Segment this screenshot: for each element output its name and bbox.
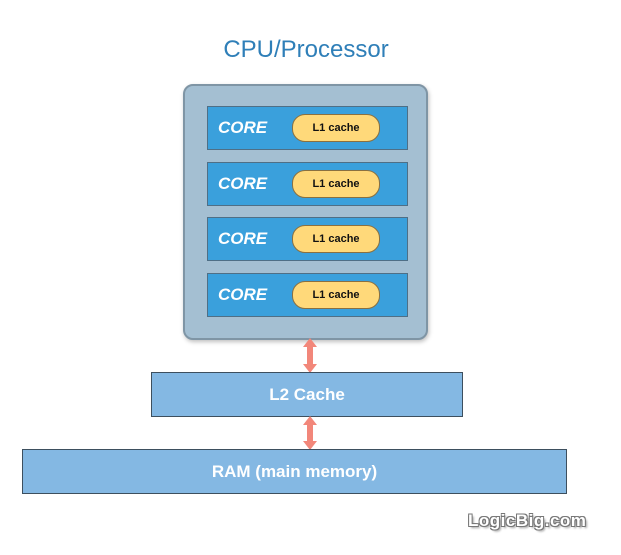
l1-cache: L1 cache xyxy=(292,225,380,253)
core-3: CORE L1 cache xyxy=(207,217,408,261)
core-1: CORE L1 cache xyxy=(207,106,408,150)
l2-ram-arrow xyxy=(303,416,317,450)
logicbig-watermark: LogicBig.com xyxy=(468,511,587,530)
core-label: CORE xyxy=(218,118,268,137)
l2-cache-block: L2 Cache xyxy=(151,372,463,417)
core-label: CORE xyxy=(218,229,268,248)
l1-cache: L1 cache xyxy=(292,114,380,142)
cpu-l2-arrow xyxy=(303,338,317,373)
l1-cache: L1 cache xyxy=(292,170,380,198)
ram-block: RAM (main memory) xyxy=(22,449,567,494)
core-label: CORE xyxy=(218,174,268,193)
core-2: CORE L1 cache xyxy=(207,162,408,206)
cpu-processor-title: CPU/Processor xyxy=(223,36,389,63)
cpu-processor-box: CORE L1 cache CORE L1 cache CORE L1 cach… xyxy=(183,84,428,340)
core-label: CORE xyxy=(218,285,268,304)
core-4: CORE L1 cache xyxy=(207,273,408,317)
l1-cache: L1 cache xyxy=(292,281,380,309)
